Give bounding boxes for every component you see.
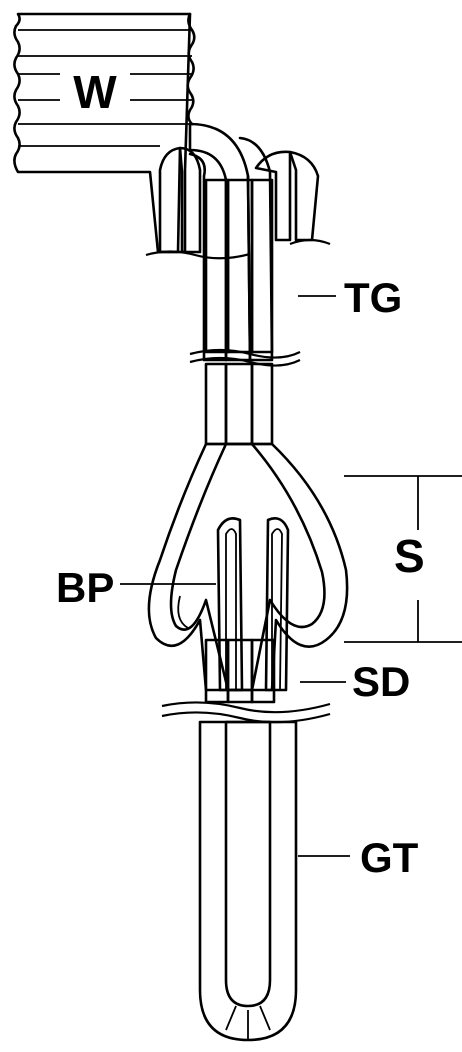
label-tg: TG bbox=[344, 274, 402, 321]
tubular-gland-upper bbox=[190, 180, 300, 358]
label-sd: SD bbox=[352, 658, 410, 705]
secretory-duct bbox=[162, 640, 330, 722]
label-bp: BP bbox=[56, 564, 114, 611]
upper-ducts bbox=[146, 124, 330, 360]
gland-tubule bbox=[200, 722, 296, 1040]
label-gt: GT bbox=[360, 834, 419, 881]
wall-block: W bbox=[14, 14, 194, 252]
saccular-region bbox=[149, 444, 347, 690]
neck-segment bbox=[190, 358, 300, 444]
label-w: W bbox=[73, 66, 117, 118]
label-s: S bbox=[394, 530, 425, 582]
